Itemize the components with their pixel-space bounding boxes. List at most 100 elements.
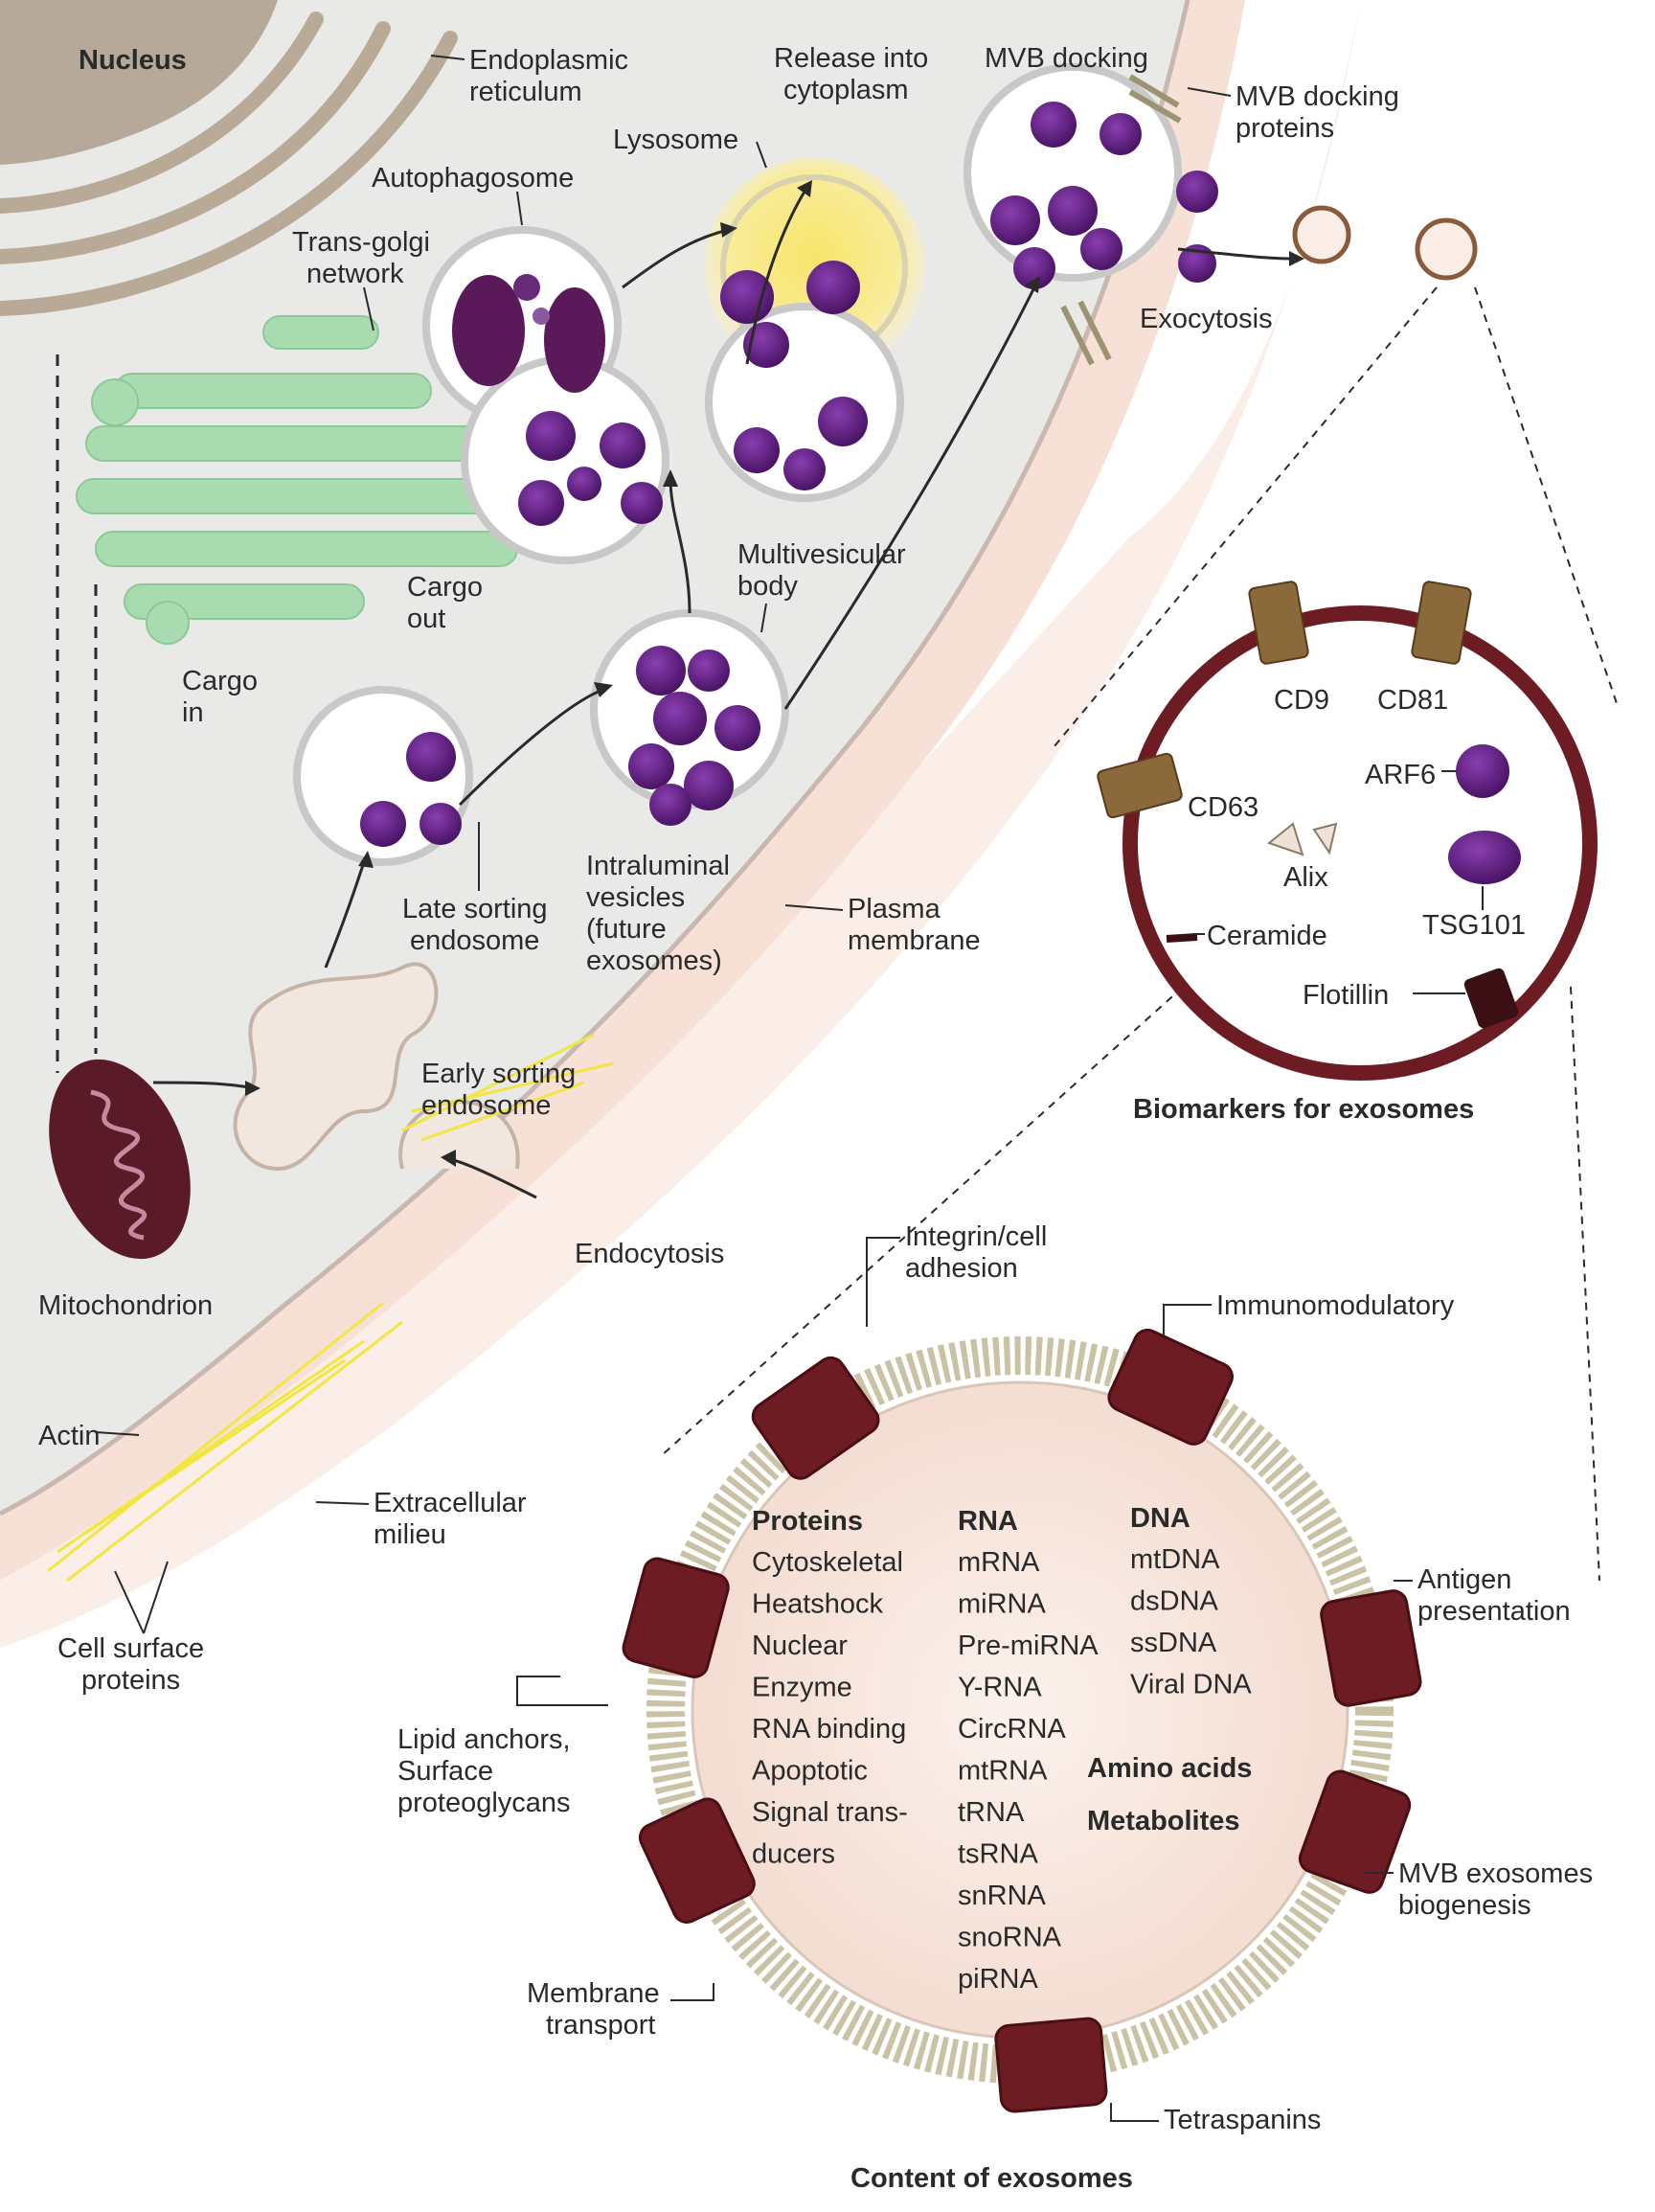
intraluminal-vesicle — [649, 784, 691, 826]
intraluminal-vesicle — [783, 448, 826, 490]
intraluminal-vesicle — [1080, 228, 1122, 270]
golgi-shape — [76, 315, 537, 645]
label-autophagosome: Autophagosome — [372, 163, 574, 194]
content-rna-item: tRNA — [958, 1797, 1025, 1828]
intraluminal-vesicle — [720, 270, 774, 324]
intraluminal-vesicle — [990, 195, 1040, 245]
content-rna-item: snoRNA — [958, 1923, 1062, 1953]
mitochondrion-shape — [49, 1059, 191, 1260]
label-mitochondrion: Mitochondrion — [38, 1290, 213, 1321]
biomarker-cd9: CD9 — [1274, 685, 1329, 716]
content-rna-item: piRNA — [958, 1964, 1038, 1995]
intraluminal-vesicle — [818, 397, 868, 446]
content-protein-item: Apoptotic — [752, 1756, 868, 1787]
content-dna-list: mtDNA dsDNA ssDNA Viral DNA — [1130, 1544, 1252, 1700]
label-nucleus: Nucleus — [79, 45, 187, 76]
content-rna-item: CircRNA — [958, 1714, 1066, 1745]
content-dna-item: dsDNA — [1130, 1586, 1219, 1617]
content-dna-item: mtDNA — [1130, 1544, 1220, 1575]
content-tetraspanins: Tetraspanins — [1164, 2105, 1321, 2135]
membrane-protein-block — [1298, 1769, 1412, 1894]
biomarker-ceramide: Ceramide — [1207, 921, 1327, 951]
autophagosome — [422, 226, 669, 564]
label-exocytosis: Exocytosis — [1140, 304, 1273, 334]
pathway-arrows — [56, 191, 1294, 1199]
intraluminal-vesicle — [406, 732, 456, 782]
content-rna-item: tsRNA — [958, 1839, 1038, 1870]
label-actin: Actin — [38, 1421, 100, 1451]
released-exosomes — [1292, 205, 1478, 281]
content-inset — [646, 1336, 1394, 2084]
membrane-protein-block — [622, 1557, 730, 1678]
biomarker-flotillin: Flotillin — [1303, 980, 1389, 1011]
membrane-protein-block — [994, 2017, 1108, 2113]
content-rna-item: Pre-miRNA — [958, 1630, 1099, 1661]
intraluminal-vesicle — [1031, 102, 1077, 148]
content-protein-item: Enzyme — [752, 1673, 852, 1703]
content-protein-item: RNA binding — [752, 1714, 906, 1745]
intraluminal-vesicle — [684, 761, 734, 810]
biomarker-arf6: ARF6 — [1365, 760, 1436, 790]
intraluminal-vesicle — [360, 801, 406, 847]
biomarker-tsg101: TSG101 — [1422, 910, 1526, 941]
content-protein-item: Signal trans- — [752, 1797, 908, 1828]
content-rna-item: Y-RNA — [958, 1673, 1042, 1703]
nucleus-shape — [0, 0, 278, 165]
content-title: Content of exosomes — [850, 2163, 1133, 2194]
intraluminal-vesicle — [518, 480, 564, 526]
content-dna-header: DNA — [1130, 1503, 1190, 1534]
label-mvb-docking: MVB docking — [985, 43, 1148, 74]
intraluminal-vesicle — [743, 322, 789, 368]
content-protein-item: ducers — [752, 1839, 835, 1870]
intraluminal-vesicle — [621, 482, 663, 524]
intraluminal-vesicle — [688, 650, 730, 692]
intraluminal-vesicles — [360, 102, 1218, 847]
biomarker-cd63: CD63 — [1188, 792, 1258, 823]
intraluminal-vesicle — [1100, 113, 1142, 155]
intraluminal-vesicle — [600, 422, 646, 468]
content-dna-item: ssDNA — [1130, 1628, 1217, 1658]
intraluminal-vesicle — [1048, 186, 1098, 236]
biomarkers-inset — [1097, 581, 1598, 1081]
content-amino-acids: Amino acids — [1087, 1753, 1252, 1784]
intraluminal-vesicle — [714, 705, 760, 751]
content-rna-item: miRNA — [958, 1589, 1046, 1620]
intraluminal-vesicle — [1178, 244, 1216, 283]
intraluminal-vesicle — [419, 803, 462, 845]
actin-filaments — [47, 1033, 614, 1583]
intraluminal-vesicle — [567, 467, 601, 501]
content-rna-item: snRNA — [958, 1881, 1047, 1911]
intraluminal-vesicle — [806, 261, 860, 314]
label-lysosome: Lysosome — [613, 125, 738, 155]
content-dna-item: Viral DNA — [1130, 1670, 1252, 1700]
membrane-protein-block — [638, 1797, 756, 1924]
content-rna-item: mRNA — [958, 1547, 1040, 1578]
biomarker-leaders — [1192, 770, 1484, 994]
er-shape — [0, 11, 458, 316]
biomarker-alix: Alix — [1283, 862, 1328, 893]
arrow-heads — [245, 180, 1304, 1167]
membrane-protein-block — [1107, 1328, 1234, 1446]
leader-lines — [95, 55, 1232, 1634]
membrane-protein-block — [1320, 1589, 1422, 1707]
intraluminal-vesicle — [734, 427, 780, 473]
content-protein-item: Heatshock — [752, 1589, 884, 1620]
